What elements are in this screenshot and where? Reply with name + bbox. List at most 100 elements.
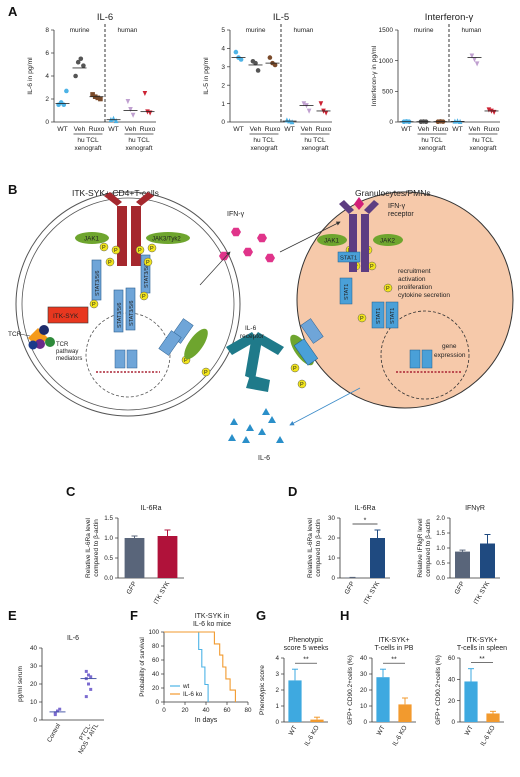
data-point [289,119,295,125]
significance-mark: ** [479,656,485,663]
il6-secretion-arrow [289,387,361,426]
data-point [87,682,90,686]
data-point [58,707,62,711]
panel-letter-e: E [8,608,17,623]
jak1-right [317,234,347,246]
x-tick-label: Ruxo [484,126,500,133]
granulocyte-title: Granulocytes/PMNs [355,188,431,198]
phosphate-label: P [146,260,150,266]
phosphate-label: P [386,286,390,292]
chart-title: IL-6 [67,635,79,642]
bar [480,543,495,578]
phosphate-circle [105,257,115,267]
x-tick-label: 80 [244,707,252,714]
itk-syk-label: ITK-SYK [53,313,79,320]
y-tick-label: 0 [155,699,159,706]
legend-label: wt [182,683,190,690]
y-tick-label: 20 [30,681,38,688]
jak2 [373,234,403,246]
stat-box-3 [113,289,124,333]
stat3-right-box [293,338,319,366]
y-tick-label: 0 [331,575,335,582]
x-tick-label: GFP [453,581,466,596]
bracket-label-2: xenograft [74,145,101,152]
x-tick-label: WT [401,126,412,133]
data-point [113,118,119,124]
chart-title-2: T-cells in spleen [457,645,507,652]
stat1-box-1 [337,251,361,263]
bracket-label-1: hu TCL [253,137,275,144]
group-label-human: human [118,27,138,34]
data-point [89,687,93,691]
data-point [56,709,59,713]
il6-triangle [242,436,250,443]
bar [157,536,178,578]
chart-title-1: ITK-SYK in [195,613,230,620]
stat-label-3: STAT3/5/6 [117,303,123,328]
y-tick-label: 1.5 [436,530,445,537]
data-point [98,96,103,102]
x-tick-label: Veh [250,126,262,133]
y-tick-label: 0 [45,119,49,126]
data-point [61,102,67,108]
ifn-receptor-label-1: IFN-γ [388,203,406,210]
phosphate-label: P [102,245,106,251]
data-point [455,118,460,124]
x-tick-label: WT [464,724,475,736]
x-tick-label: WT [284,126,295,133]
phosphate-label: P [293,366,297,372]
y-axis-label-1: Relative IL-6Ra level [85,517,92,578]
survival-curve [164,631,209,702]
group-label-murine: murine [414,27,434,34]
itk-syk-box [47,306,89,324]
x-tick-label: ITK SYK [153,580,172,606]
data-point [469,53,475,59]
y-tick-label: 0 [221,119,225,126]
tcr-complex [28,325,55,350]
il6-triangle [276,436,284,443]
data-point [130,112,136,118]
ifn-gamma-hexagon [243,247,253,257]
phosphate-label: P [300,382,304,388]
y-tick-label: 10 [30,699,38,706]
group-label-human: human [462,27,482,34]
y-tick-label: 1.0 [436,545,445,552]
jak1-right-label: JAK1 [324,238,340,245]
nuclear-stat-b [126,349,138,369]
x-tick-label: GFP [125,581,138,596]
x-tick-label: WT [376,724,387,736]
data-point [81,63,86,68]
x-tick-label: WT [288,724,299,736]
y-tick-label: 40 [152,671,160,678]
data-point [53,711,57,715]
panel-letter-c: C [66,484,76,499]
group-label-human: human [294,27,314,34]
x-tick-label-1: Control [46,723,62,744]
bar [310,719,324,722]
data-point [255,68,261,73]
data-point [64,88,69,94]
y-tick-label: 1000 [379,58,394,65]
y-tick-label: 0.5 [436,560,445,567]
x-tick-label: Ruxo [265,126,281,133]
x-tick-label: WT [452,126,463,133]
bracket-label-2: xenograft [301,145,328,152]
y-tick-label: 1 [221,101,225,108]
y-tick-label: 0 [389,119,393,126]
jak1-left-label: JAK1 [84,236,100,243]
y-tick-label: 1.0 [104,535,113,542]
t-cell-title: ITK-SYK+ CD4+T-cells [72,188,159,198]
data-point [253,60,258,66]
chart-title-2: score 5 weeks [284,645,329,652]
data-point [78,56,84,62]
ifn-gamma-label: IFN-γ [227,211,245,218]
t-cell-inner-membrane [21,197,235,411]
y-axis-label-1: Relative IL-6Ra level [307,517,314,578]
chart-title-2: IL-6 ko mice [193,621,231,628]
bar [376,677,390,722]
y-tick-label: 30 [360,671,368,678]
